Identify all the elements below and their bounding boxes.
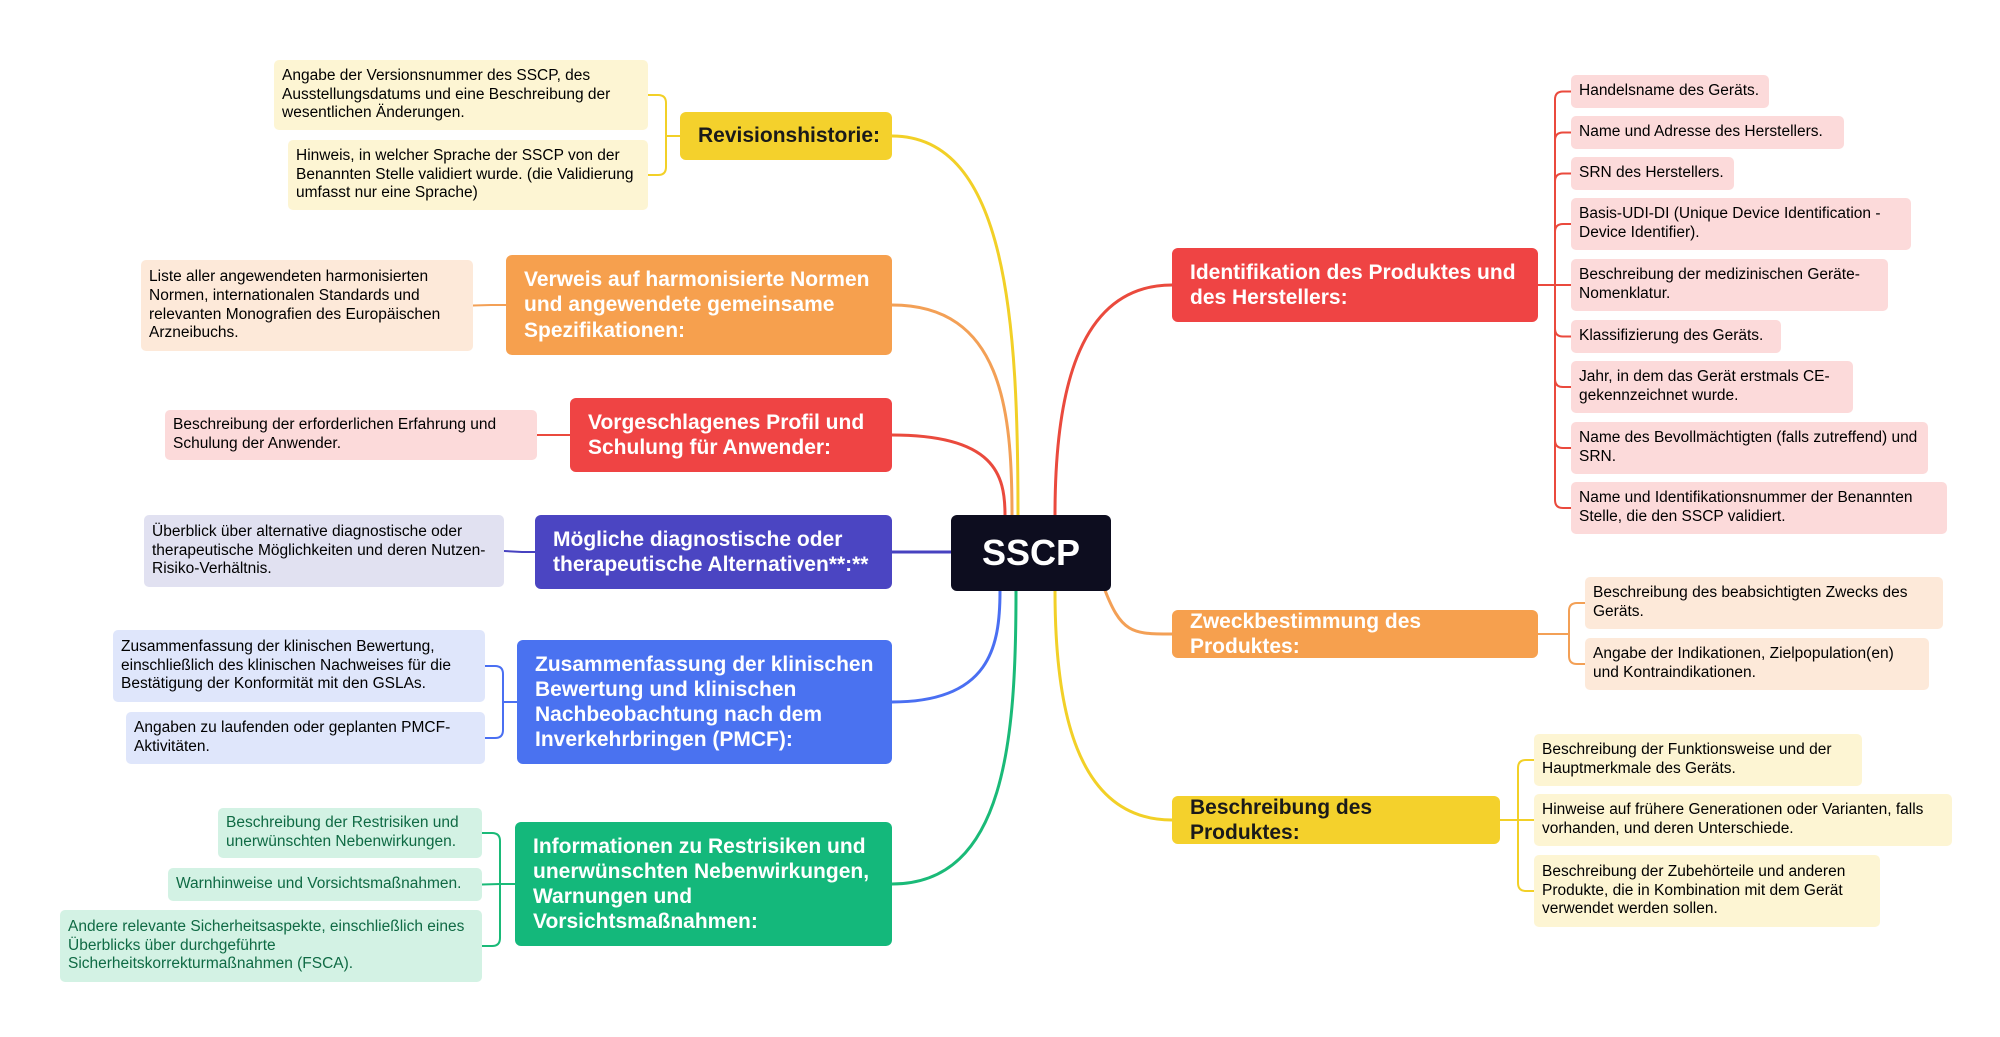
- connector-leaf-risiken-sicherheit: [481, 883, 501, 947]
- branch-revisionshistorie[interactable]: Revisionshistorie:: [680, 112, 892, 160]
- connector-leaf-ident-basis-udi: [1554, 223, 1572, 286]
- connector-leaf-ident-klassifizierung: [1554, 284, 1572, 338]
- leaf-risiken-restrisiken[interactable]: Beschreibung der Restrisiken und unerwün…: [218, 808, 482, 858]
- connector-branch-revisionshistorie: [890, 134, 1020, 517]
- leaf-beschreibung-zubehoer[interactable]: Beschreibung der Zubehörteile und andere…: [1534, 855, 1880, 927]
- leaf-revision-sprache[interactable]: Hinweis, in welcher Sprache der SSCP von…: [288, 140, 648, 210]
- connector-leaf-alternativen-ueberblick: [503, 550, 523, 553]
- connector-branch-beschreibung: [1053, 589, 1174, 822]
- leaf-beschreibung-generationen[interactable]: Hinweise auf frühere Generationen oder V…: [1534, 794, 1952, 846]
- connector-leaf-ident-handelsname: [1554, 90, 1572, 286]
- connector-leaf-risiken-warnhinweise: [481, 883, 501, 886]
- branch-restrisiken[interactable]: Informationen zu Restrisiken und unerwün…: [515, 822, 892, 946]
- connector-leaf-zweck-indikationen: [1568, 633, 1586, 665]
- connector-branch-restrisiken: [890, 589, 1018, 886]
- connector-leaf-risiken-restrisiken: [481, 832, 501, 885]
- connector-leaf-ident-bevollmaechtigter: [1554, 284, 1572, 449]
- connector-leaf-zweck-beabsichtigt: [1568, 602, 1586, 635]
- leaf-profil-erfahrung[interactable]: Beschreibung der erforderlichen Erfahrun…: [165, 410, 537, 460]
- leaf-risiken-sicherheit[interactable]: Andere relevante Sicherheitsaspekte, ein…: [60, 910, 482, 982]
- branch-identifikation[interactable]: Identifikation des Produktes und des Her…: [1172, 248, 1538, 322]
- leaf-normen-liste[interactable]: Liste aller angewendeten harmonisierten …: [141, 260, 473, 351]
- leaf-beschreibung-funktionsweise[interactable]: Beschreibung der Funktionsweise und der …: [1534, 734, 1862, 786]
- leaf-ident-klassifizierung[interactable]: Klassifizierung des Geräts.: [1571, 320, 1781, 353]
- leaf-klinisch-zusammenfassung[interactable]: Zusammenfassung der klinischen Bewertung…: [113, 630, 485, 702]
- leaf-ident-ce-jahr[interactable]: Jahr, in dem das Gerät erstmals CE-geken…: [1571, 361, 1853, 413]
- connector-leaf-klinisch-zusammenfassung: [484, 665, 504, 703]
- connector-leaf-ident-srn: [1554, 172, 1572, 286]
- branch-alternativen[interactable]: Mögliche diagnostische oder therapeutisc…: [535, 515, 892, 589]
- leaf-ident-nomenklatur[interactable]: Beschreibung der medizinischen Geräte-No…: [1571, 259, 1888, 311]
- leaf-ident-basis-udi[interactable]: Basis-UDI-DI (Unique Device Identificati…: [1571, 198, 1911, 250]
- connector-branch-profil-schulung: [890, 433, 1007, 517]
- leaf-ident-name-adresse[interactable]: Name und Adresse des Herstellers.: [1571, 116, 1844, 149]
- connector-leaf-klinisch-pmcf: [484, 701, 504, 739]
- leaf-zweck-indikationen[interactable]: Angabe der Indikationen, Zielpopulation(…: [1585, 638, 1929, 690]
- center-node[interactable]: SSCP: [951, 515, 1111, 591]
- leaf-ident-srn[interactable]: SRN des Herstellers.: [1571, 157, 1734, 190]
- branch-klinische-bewertung[interactable]: Zusammenfassung der klinischen Bewertung…: [517, 640, 892, 764]
- branch-zweckbestimmung[interactable]: Zweckbestimmung des Produktes:: [1172, 610, 1538, 658]
- connector-branch-harmonisierte-normen: [890, 303, 1014, 517]
- leaf-ident-bevollmaechtigter[interactable]: Name des Bevollmächtigten (falls zutreff…: [1571, 422, 1928, 474]
- leaf-revision-versionsnummer[interactable]: Angabe der Versionsnummer des SSCP, des …: [274, 60, 648, 130]
- connector-leaf-beschreibung-zubehoer: [1517, 819, 1535, 892]
- branch-harmonisierte-normen[interactable]: Verweis auf harmonisierte Normen und ang…: [506, 255, 892, 355]
- connector-leaf-ident-benannte-stelle: [1554, 284, 1572, 509]
- leaf-alternativen-ueberblick[interactable]: Überblick über alternative diagnostische…: [144, 515, 504, 587]
- branch-profil-schulung[interactable]: Vorgeschlagenes Profil und Schulung für …: [570, 398, 892, 472]
- leaf-ident-benannte-stelle[interactable]: Name und Identifikationsnummer der Benan…: [1571, 482, 1947, 534]
- connector-leaf-ident-name-adresse: [1554, 131, 1572, 286]
- connector-leaf-revision-versionsnummer: [647, 94, 667, 137]
- connector-branch-zweckbestimmung: [1101, 583, 1174, 636]
- branch-beschreibung[interactable]: Beschreibung des Produktes:: [1172, 796, 1500, 844]
- connector-branch-klinische-bewertung: [890, 589, 1002, 704]
- leaf-klinisch-pmcf[interactable]: Angaben zu laufenden oder geplanten PMCF…: [126, 712, 485, 764]
- connector-branch-identifikation: [1053, 283, 1174, 517]
- connector-leaf-beschreibung-funktionsweise: [1517, 759, 1535, 821]
- connector-leaf-normen-liste: [472, 304, 492, 307]
- connector-leaf-revision-sprache: [647, 135, 667, 176]
- leaf-ident-handelsname[interactable]: Handelsname des Geräts.: [1571, 75, 1769, 108]
- leaf-risiken-warnhinweise[interactable]: Warnhinweise und Vorsichtsmaßnahmen.: [168, 868, 482, 901]
- leaf-zweck-beabsichtigt[interactable]: Beschreibung des beabsichtigten Zwecks d…: [1585, 577, 1943, 629]
